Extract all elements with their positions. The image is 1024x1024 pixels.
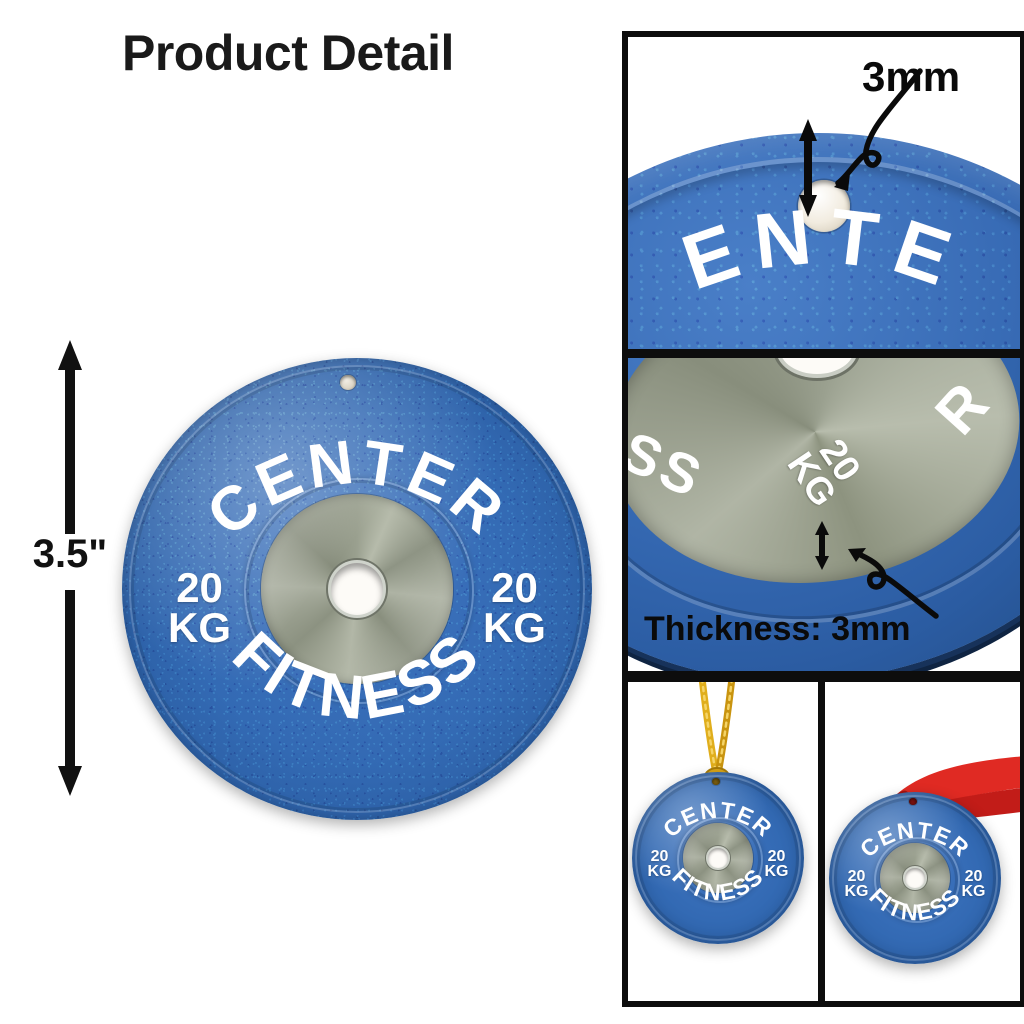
hanging-red-weight-right: 20 KG: [955, 868, 993, 901]
hanging-gold-weight-right: 20 KG: [758, 848, 796, 881]
brand-top-text: CENTER: [194, 427, 519, 550]
panel-gold-cord-photo: CENTER FITNESS 20 KG 20 KG: [628, 682, 818, 1001]
panel-red-ribbon-photo: CENTER FITNESS 20 KG 20 KG: [825, 682, 1020, 1001]
hanging-gold-brand-bottom: FITNESS: [667, 863, 768, 906]
hanging-red-weight-left-number: 20: [847, 868, 866, 886]
weight-right-unit: KG: [482, 603, 546, 651]
plate-hanging-hole: [339, 374, 356, 391]
page-title: Product Detail: [122, 25, 454, 81]
weight-left-number: 20: [176, 564, 223, 612]
hanging-gold-weight-left-unit: KG: [647, 863, 672, 881]
plate-angled-bore: [780, 358, 854, 374]
hanging-plate-red-hole: [908, 797, 917, 806]
plate-center-bore: [330, 563, 384, 615]
hanging-plate-gold: CENTER FITNESS 20 KG 20 KG: [632, 772, 804, 944]
hanging-gold-brand-top: CENTER: [658, 797, 778, 843]
panel-hole-closeup: ENTE 3mm: [622, 31, 1024, 355]
hanging-plate-gold-rim: [634, 774, 802, 942]
main-product-image: CENTER FITNESS 20 KG 20 KG: [122, 358, 592, 820]
hanging-gold-weight-left-number: 20: [650, 848, 669, 866]
callout-thickness: Thickness: 3mm: [644, 610, 911, 648]
hanging-gold-weight-right-number: 20: [767, 848, 786, 866]
hanging-gold-weight-right-unit: KG: [764, 863, 789, 881]
hanging-plate-gold-bore: [708, 848, 728, 868]
hanging-plate-gold-hole: [711, 777, 720, 786]
weight-left-unit: KG: [168, 603, 232, 651]
hanging-red-weight-left-unit: KG: [844, 883, 869, 901]
weight-label-right: 20 KG: [467, 564, 561, 651]
thickness-leader-line: [848, 548, 939, 619]
plate-edge-texture: [628, 133, 1020, 349]
hanging-red-weight-right-unit: KG: [961, 883, 986, 901]
plate-outer-rim: [129, 364, 585, 814]
hanging-red-brand-top: CENTER: [855, 817, 975, 863]
plate-bevel-groove: [628, 157, 1020, 349]
hole-leader-line: [834, 68, 923, 191]
partial-brand-text-closeup: ENTE: [671, 191, 960, 307]
hanging-red-brand-bottom: FITNESS: [864, 883, 965, 926]
weight-right-number: 20: [491, 564, 538, 612]
panel-hanging-gold-cord: CENTER FITNESS 20 KG 20 KG: [622, 676, 824, 1007]
dimension-label: 3.5": [32, 532, 108, 576]
callout-hole-size: 3mm: [862, 53, 961, 100]
dimension-arrow-height: 3.5": [22, 336, 118, 800]
hanging-plate-red: CENTER FITNESS 20 KG 20 KG: [829, 792, 1001, 964]
panel-hole-closeup-photo: ENTE: [628, 37, 1020, 349]
hanging-plate-gold-text: CENTER FITNESS: [658, 797, 778, 906]
hole-measure-arrow: [799, 119, 817, 217]
plate-brand-text: CENTER FITNESS: [194, 427, 519, 734]
hanging-red-weight-right-number: 20: [964, 868, 983, 886]
plate-inner-ring: [244, 478, 474, 704]
hanging-plate-red-rim: [831, 794, 999, 962]
hanging-plate-red-text: CENTER FITNESS: [855, 817, 975, 926]
hanging-plate-gold-inner-ring: [676, 816, 764, 904]
hanging-plate-gold-hub: [682, 822, 754, 894]
panel-thickness: 20 KG SS R Thickness: 3mm: [622, 352, 1024, 677]
panel-thickness-photo: 20 KG SS R: [628, 358, 1020, 671]
hanging-plate-red-inner-ring: [873, 836, 961, 924]
weight-label-left: 20 KG: [153, 564, 247, 651]
panel-hanging-red-ribbon: CENTER FITNESS 20 KG 20 KG: [819, 676, 1024, 1007]
dimension-arrow-svg: [58, 340, 82, 796]
thickness-measure-arrow: [815, 521, 829, 570]
hanging-red-weight-left: 20 KG: [838, 868, 876, 901]
hanging-plate-red-bore: [905, 868, 925, 888]
brand-bottom-text: FITNESS: [220, 619, 495, 734]
hanging-plate-red-hub: [879, 842, 951, 914]
hanging-gold-weight-left: 20 KG: [641, 848, 679, 881]
